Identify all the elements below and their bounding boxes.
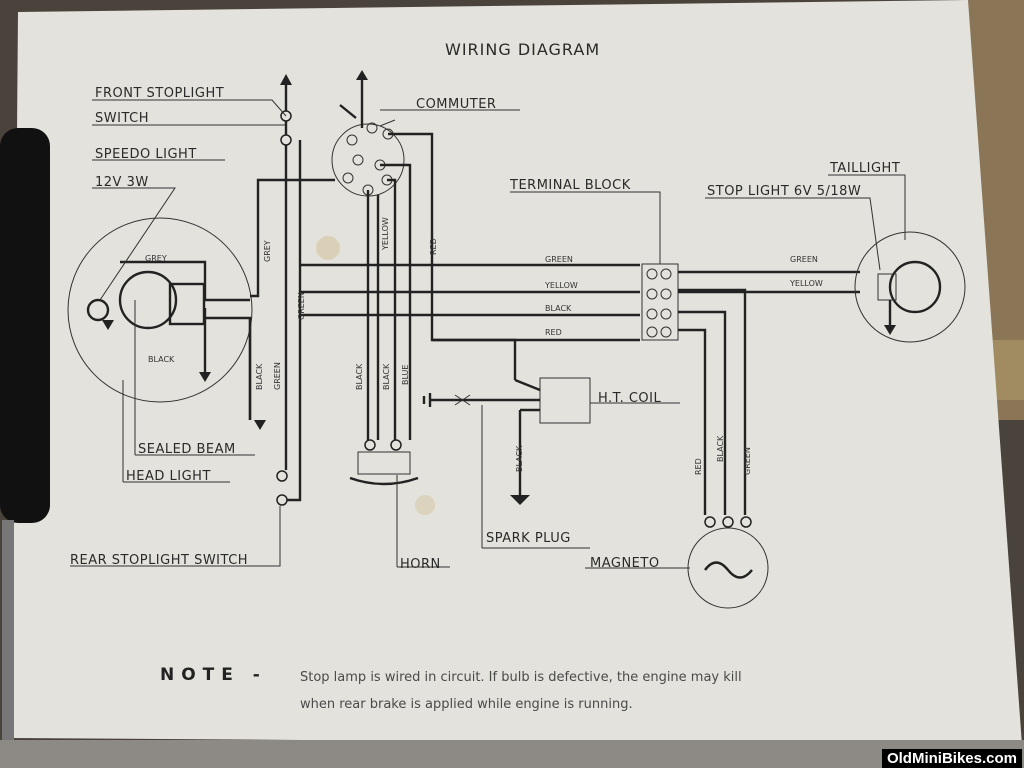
blue-wire: [380, 163, 412, 440]
wire-label: BLACK: [515, 445, 524, 472]
wire-label: BLACK: [355, 363, 364, 390]
terminal-block-label: TERMINAL BLOCK: [509, 178, 631, 193]
magneto-wires: [678, 288, 747, 515]
magneto: [687, 516, 769, 609]
commuter-label: COMMUTER: [416, 97, 496, 112]
spark-plug-label: SPARK PLUG: [486, 531, 571, 546]
wire-label: RED: [429, 238, 438, 255]
sealed-beam-label: SEALED BEAM: [138, 442, 236, 457]
taillight: [854, 231, 966, 343]
screwdriver-shaft: [2, 520, 14, 740]
stop-light-label: STOP LIGHT 6V 5/18W: [707, 184, 861, 199]
wire-label: GREEN: [273, 362, 282, 390]
wire-label: BLACK: [255, 363, 264, 390]
note-line-1: Stop lamp is wired in circuit. If bulb i…: [300, 670, 742, 685]
leader-lines: [70, 99, 906, 569]
wire-label: RED: [545, 328, 562, 337]
horn-label: HORN: [400, 557, 441, 572]
horn: [349, 439, 419, 486]
taillight-wires: [678, 270, 860, 294]
rear-stoplight-switch-contact: [276, 470, 288, 482]
wire-label: BLACK: [716, 435, 725, 462]
wire-label: GREEN: [743, 447, 752, 475]
ht-coil: [430, 377, 591, 505]
wire-label: BLACK: [148, 355, 175, 364]
wire-label: BLACK: [382, 363, 391, 390]
paper-sheet: [12, 0, 1022, 745]
wire-label: YELLOW: [381, 217, 390, 251]
front-stoplight-switch-label: SWITCH: [95, 111, 149, 126]
watermark: OldMiniBikes.com: [881, 749, 1022, 768]
wire-label: RED: [694, 458, 703, 475]
wire-label: GREEN: [545, 255, 573, 264]
head-light-label: HEAD LIGHT: [126, 469, 211, 484]
ht-coil-label: H.T. COIL: [598, 391, 661, 406]
speedo-light-label: SPEEDO LIGHT: [95, 147, 197, 162]
stoplight-switch-wires: [284, 85, 302, 502]
screwdriver-handle: [0, 128, 50, 523]
rear-stoplight-switch-label: REAR STOPLIGHT SWITCH: [70, 553, 248, 568]
wire-label: BLACK: [545, 304, 572, 313]
magneto-label: MAGNETO: [590, 556, 660, 571]
front-stoplight-switch-label: FRONT STOPLIGHT: [95, 86, 224, 101]
taillight-label: TAILLIGHT: [829, 161, 900, 176]
diagram-title: WIRING DIAGRAM: [445, 40, 600, 59]
ground-symbol: [422, 393, 432, 407]
wire-label: GREY: [145, 254, 167, 263]
wire-label: YELLOW: [789, 279, 823, 288]
stain: [316, 236, 340, 260]
spark-plug-gap: [454, 394, 471, 406]
note-heading: NOTE -: [160, 665, 267, 685]
wire-label: BLUE: [401, 365, 410, 385]
wire-label: YELLOW: [544, 281, 578, 290]
black-wire: [387, 178, 397, 440]
grey-wire: [250, 178, 335, 298]
table-surface: [0, 740, 1024, 768]
wire-label: GREEN: [790, 255, 818, 264]
stain: [415, 495, 435, 515]
speedo-light-rating: 12V 3W: [95, 175, 149, 190]
note-line-2: when rear brake is applied while engine …: [300, 697, 633, 712]
wire-label: GREY: [263, 240, 272, 262]
wire-label: GREEN: [297, 292, 306, 320]
